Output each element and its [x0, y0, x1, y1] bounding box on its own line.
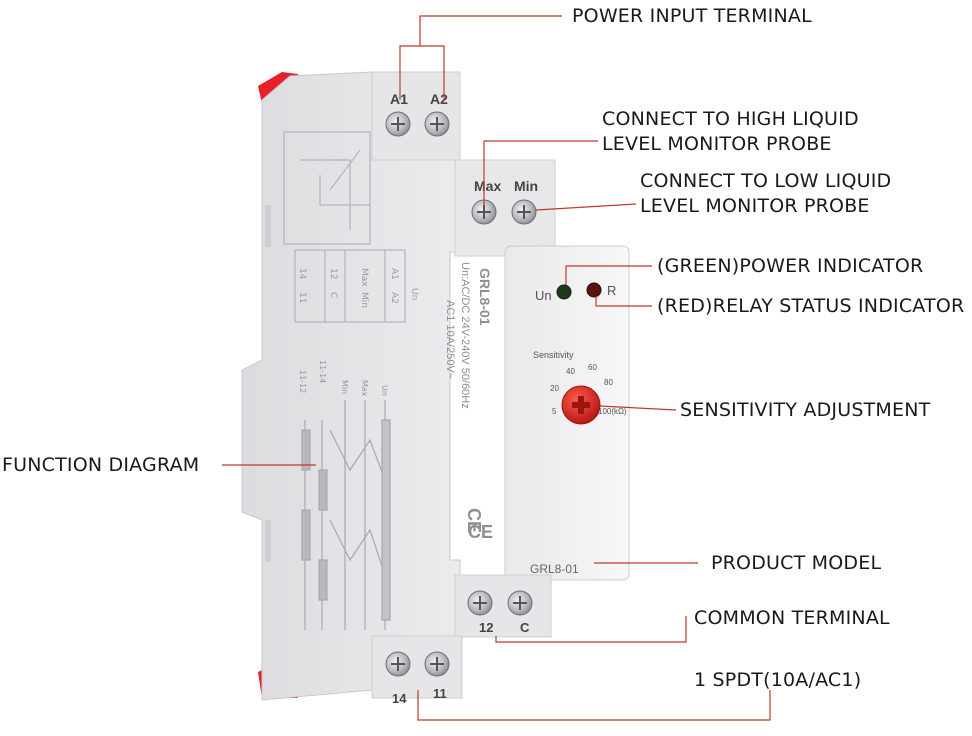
- diag-un: Un: [380, 385, 389, 396]
- callout-high-probe: CONNECT TO HIGH LIQUID LEVEL MONITOR PRO…: [602, 107, 859, 157]
- screw-a2: [424, 111, 450, 137]
- relay-body: [241, 71, 630, 701]
- callout-low-probe-line2: LEVEL MONITOR PROBE: [640, 195, 870, 217]
- sensitivity-knob[interactable]: [561, 385, 601, 425]
- side-spec-2: AC1 10A/250V~: [444, 300, 456, 379]
- diag-11-14: 11-14: [318, 360, 327, 383]
- function-diagram-graphic: [301, 400, 391, 630]
- terminal-label-c: C: [520, 620, 530, 635]
- terminal-label-a1: A1: [390, 91, 408, 107]
- screw-a1: [385, 111, 411, 137]
- sensitivity-label: Sensitivity: [533, 350, 574, 360]
- terminal-label-a2: A2: [430, 91, 448, 107]
- callout-low-probe-line1: CONNECT TO LOW LIQUID: [640, 170, 892, 192]
- dial-tick-80: 80: [604, 378, 613, 387]
- schem-un: Un: [409, 288, 419, 300]
- terminal-label-12: 12: [479, 620, 493, 635]
- schem-a1: A1: [389, 268, 399, 280]
- leader-lines: [222, 15, 771, 721]
- side-schematic: [283, 131, 406, 323]
- green-power-led: [556, 284, 572, 300]
- schem-c: C: [328, 292, 338, 298]
- terminal-label-min: Min: [514, 178, 538, 194]
- schem-a2: A2: [389, 292, 399, 304]
- front-model-label: GRL8-01: [530, 562, 579, 576]
- screw-min: [511, 199, 537, 225]
- callout-power-input: POWER INPUT TERMINAL: [572, 5, 812, 27]
- callout-product-model: PRODUCT MODEL: [711, 552, 882, 574]
- callout-common-terminal: COMMON TERMINAL: [694, 607, 890, 629]
- schem-max: Max: [359, 268, 369, 287]
- callout-spdt: 1 SPDT(10A/AC1): [694, 669, 862, 691]
- terminal-label-11: 11: [433, 686, 447, 701]
- led-label-r: R: [607, 283, 616, 298]
- side-model: GRL8-01: [477, 268, 493, 326]
- red-relay-led: [586, 282, 602, 298]
- callout-low-probe: CONNECT TO LOW LIQUID LEVEL MONITOR PROB…: [640, 169, 891, 219]
- side-spec-1: Un:AC/DC 24V-240V 50/60Hz: [459, 262, 471, 409]
- callout-relay-indicator: (RED)RELAY STATUS INDICATOR: [657, 295, 965, 317]
- dial-tick-100: 100(kΩ): [598, 407, 627, 416]
- screw-11: [424, 651, 450, 677]
- diag-max: Max: [360, 380, 369, 397]
- callout-sensitivity: SENSITIVITY ADJUSTMENT: [680, 399, 931, 421]
- terminal-label-max: Max: [474, 178, 501, 194]
- schem-14: 14: [297, 268, 307, 280]
- screw-max: [471, 199, 497, 225]
- dial-tick-40: 40: [566, 367, 575, 376]
- callout-high-probe-line1: CONNECT TO HIGH LIQUID: [602, 108, 859, 130]
- led-label-un: Un: [535, 288, 552, 303]
- terminal-label-14: 14: [392, 691, 407, 706]
- dial-tick-5: 5: [552, 407, 557, 416]
- dial-tick-60: 60: [588, 363, 597, 372]
- diag-11-12: 11-12: [298, 370, 307, 393]
- schem-min: Min: [359, 292, 369, 308]
- callout-high-probe-line2: LEVEL MONITOR PROBE: [602, 133, 832, 155]
- front-ce-mark: CE: [468, 522, 493, 542]
- diag-min: Min: [340, 380, 349, 394]
- screw-12: [467, 590, 493, 616]
- screw-14: [385, 651, 411, 677]
- screw-c: [507, 590, 533, 616]
- schem-12: 12: [328, 268, 338, 279]
- callout-function-diagram: FUNCTION DIAGRAM: [2, 454, 200, 476]
- side-ce: CE: [464, 508, 484, 533]
- callout-power-indicator: (GREEN)POWER INDICATOR: [657, 255, 924, 277]
- dial-tick-20: 20: [550, 384, 559, 393]
- schem-11: 11: [297, 292, 307, 303]
